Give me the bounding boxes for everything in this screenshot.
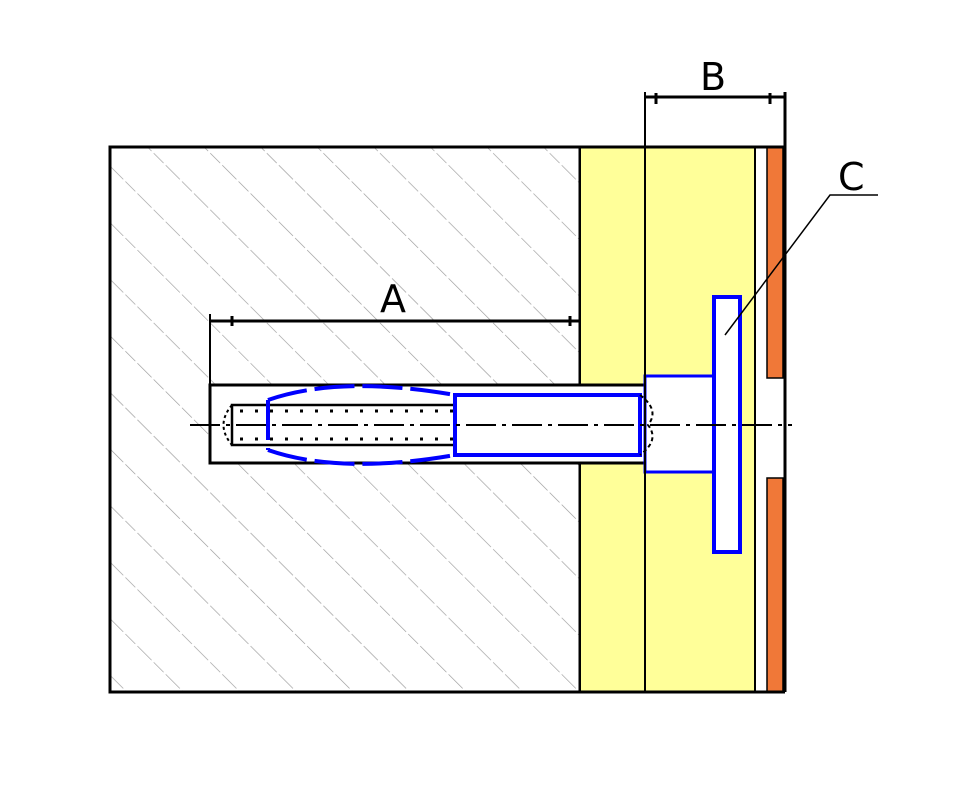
leader-c-label: C bbox=[838, 155, 865, 199]
anchor-head-neck bbox=[639, 394, 654, 456]
cladding-panel-lower bbox=[766, 477, 784, 693]
dimension-b-label: B bbox=[700, 55, 726, 99]
anchor-sleeve-expansion bbox=[266, 384, 456, 466]
leader-c-line bbox=[724, 194, 878, 336]
dimension-a-label: A bbox=[380, 277, 406, 321]
cladding-panel-upper bbox=[766, 146, 784, 379]
